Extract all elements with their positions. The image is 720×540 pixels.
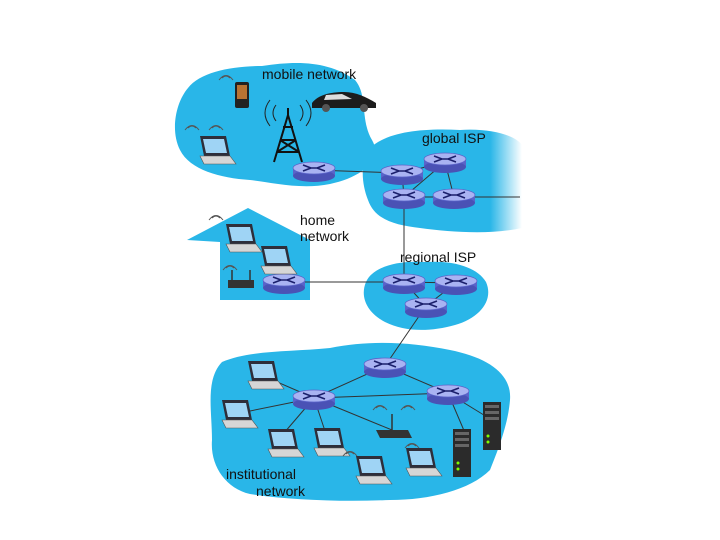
institutional-network-label-line1: institutional xyxy=(226,466,297,482)
wireless-access-point-icon xyxy=(228,270,254,288)
institutional-network-label-line2: network xyxy=(256,483,306,499)
router-icon xyxy=(382,273,426,295)
router-icon xyxy=(262,273,306,295)
cell-tower-icon xyxy=(264,99,312,163)
router-icon xyxy=(292,389,336,411)
wireless-signal-icon xyxy=(208,215,224,221)
server-icon xyxy=(453,429,471,477)
router-icon xyxy=(423,152,467,174)
regional-isp-label: regional ISP xyxy=(400,249,477,265)
global-isp-label: global ISP xyxy=(422,130,486,146)
router-icon xyxy=(426,384,470,406)
router-icon xyxy=(434,274,478,296)
server-icon xyxy=(483,402,501,450)
regional-isp-cloud xyxy=(363,261,489,330)
router-icon xyxy=(380,164,424,186)
institutional-network-cloud xyxy=(210,342,511,501)
router-icon xyxy=(404,297,448,319)
home-network-label-line1: home xyxy=(300,212,336,228)
wireless-access-point-icon xyxy=(376,414,412,438)
router-icon xyxy=(432,188,476,210)
home-network-label-line2: network xyxy=(300,228,350,244)
mobile-network-label: mobile network xyxy=(262,66,357,82)
smartphone-icon xyxy=(235,82,249,108)
car-icon xyxy=(312,92,376,112)
router-icon xyxy=(363,357,407,379)
router-icon xyxy=(382,188,426,210)
router-icon xyxy=(292,161,336,183)
